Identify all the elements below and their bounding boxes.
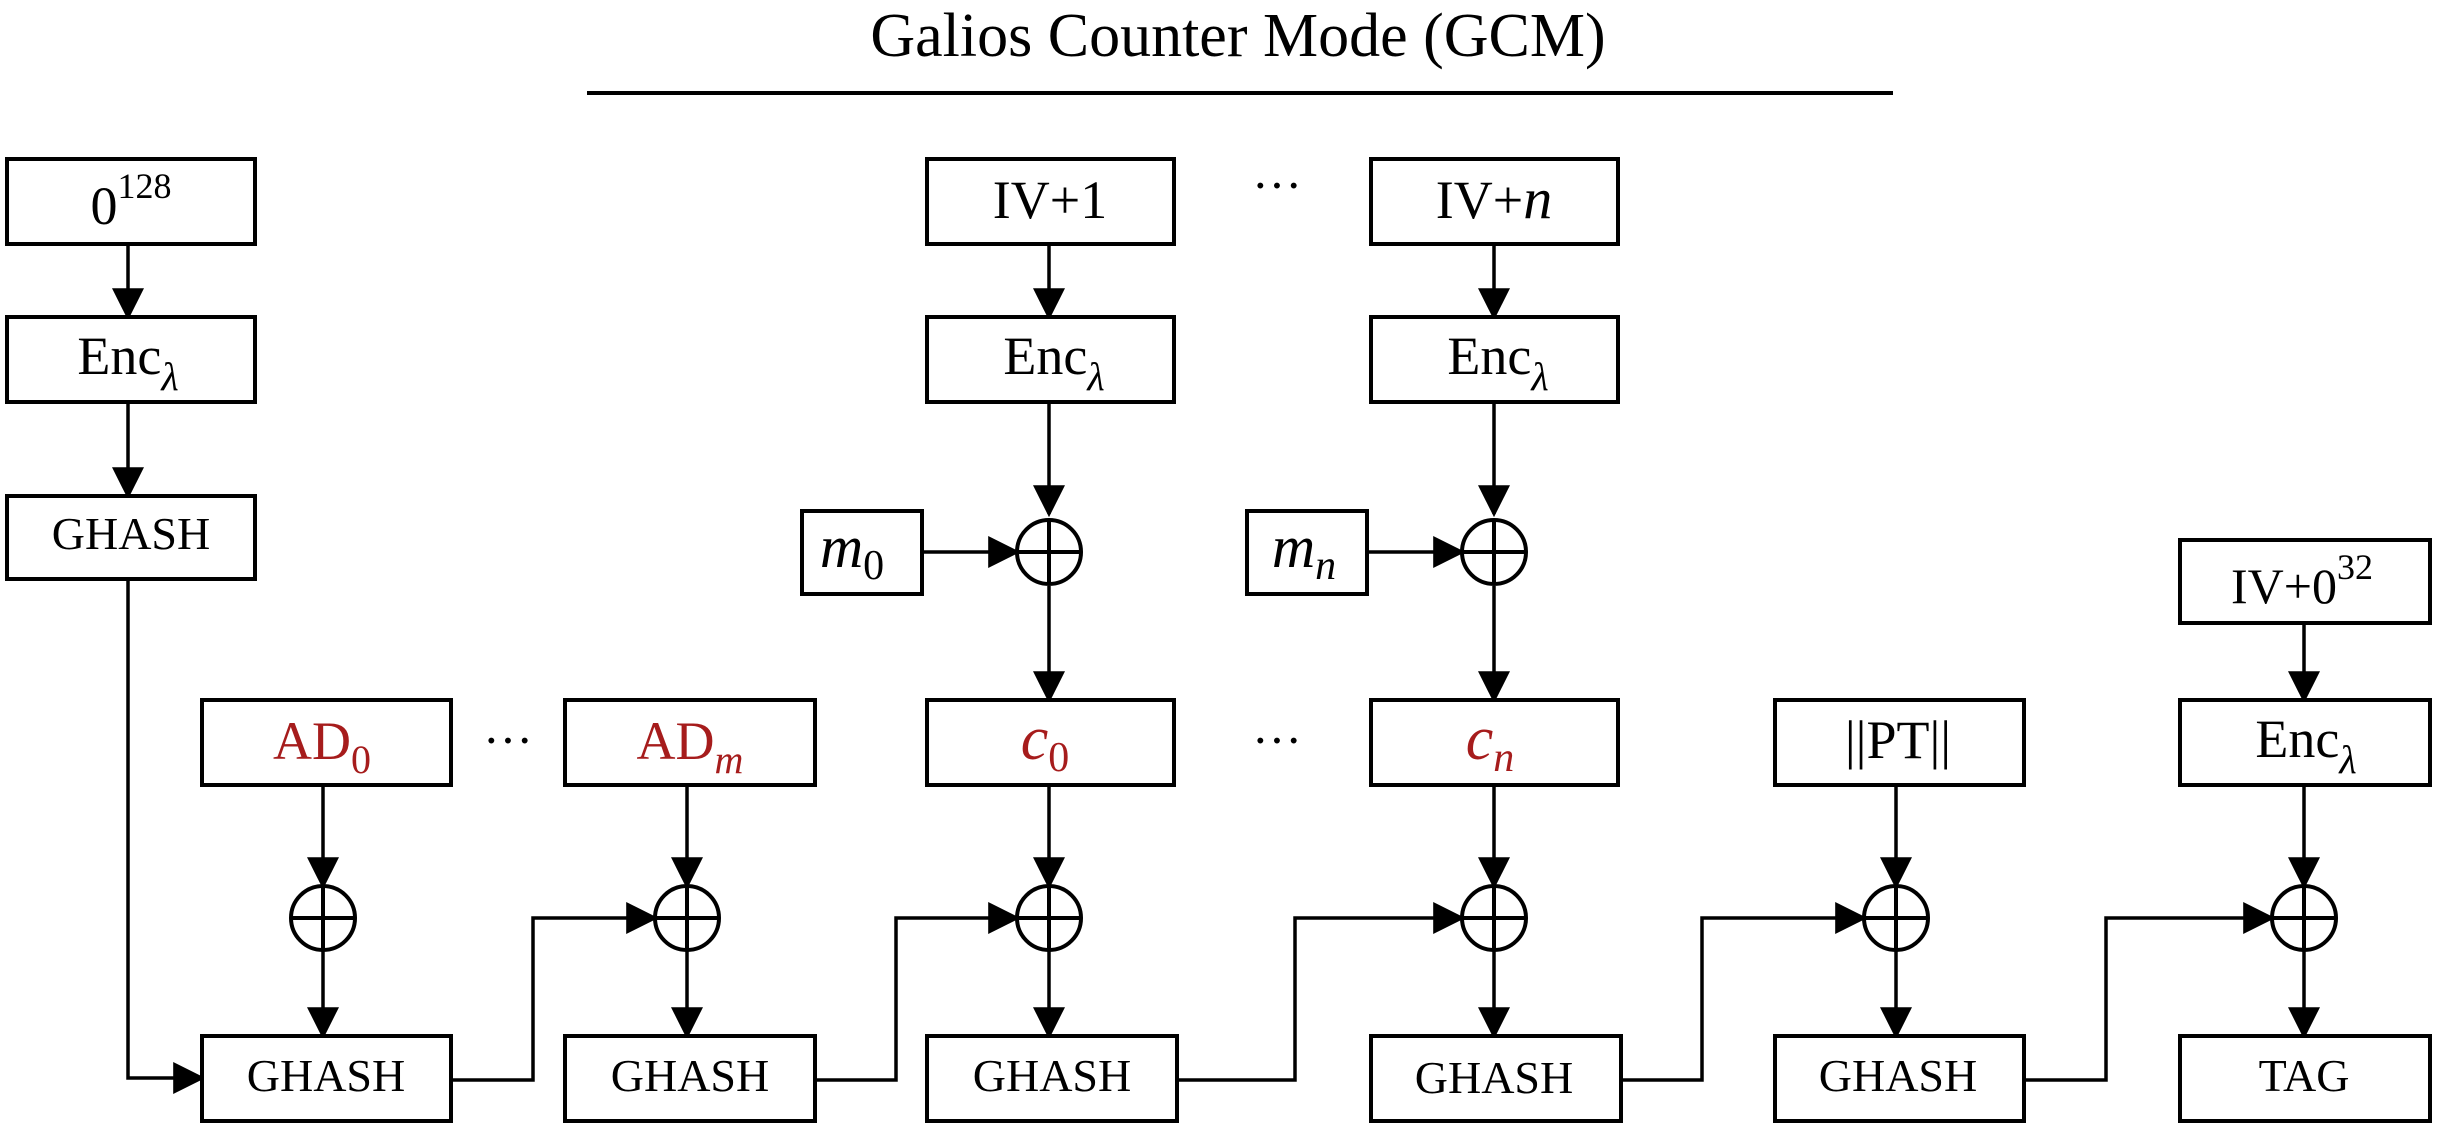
- zero128-sup: 128: [118, 166, 172, 206]
- xor-pt: [1862, 884, 1930, 952]
- diagram-title: Galios Counter Mode (GCM): [870, 2, 1605, 70]
- xor-ad0: [289, 884, 357, 952]
- svg-text:Encλ: Encλ: [1447, 326, 1548, 399]
- zero128-box: 0128: [5, 157, 257, 246]
- svg-text:cn: cn: [1466, 705, 1515, 781]
- cn-sub: n: [1493, 735, 1514, 781]
- pt-length-box: ||PT||: [1773, 698, 2026, 787]
- ghash-label: GHASH: [247, 1050, 405, 1101]
- ghash-box-5: GHASH: [1773, 1034, 2026, 1123]
- ivn-box: IV+n: [1369, 157, 1620, 246]
- xor-mn: [1460, 518, 1528, 586]
- iv1-box: IV+1: [925, 157, 1176, 246]
- xor-adm: [653, 884, 721, 952]
- xor-cn: [1460, 884, 1528, 952]
- xor-tag: [2270, 884, 2338, 952]
- ghash-label: GHASH: [52, 508, 210, 559]
- tag-box: TAG: [2178, 1034, 2432, 1123]
- adm-sub: m: [715, 737, 744, 782]
- iv-tag-sup: 32: [2337, 547, 2373, 587]
- mn-sub: n: [1315, 543, 1336, 589]
- ad-base: AD: [637, 711, 715, 771]
- svg-text:AD0: AD0: [273, 711, 371, 782]
- pt-length-label: ||PT||: [1845, 710, 1951, 770]
- svg-text:IV+n: IV+n: [1436, 166, 1552, 231]
- enc-base: Enc: [1003, 326, 1087, 386]
- enc-base: Enc: [2255, 709, 2339, 769]
- ghash-box-1: GHASH: [200, 1034, 453, 1123]
- ghash-box-4: GHASH: [1369, 1034, 1623, 1123]
- xor-c0: [1015, 884, 1083, 952]
- enc-box-1: Encλ: [5, 315, 257, 404]
- svg-text:Encλ: Encλ: [77, 326, 178, 399]
- enc-sub: λ: [1530, 354, 1548, 399]
- c0-box: c0: [925, 698, 1176, 787]
- enc-base: Enc: [77, 326, 161, 386]
- enc-base: Enc: [1447, 326, 1531, 386]
- ghash-label: GHASH: [973, 1050, 1131, 1101]
- ghash-box-2: GHASH: [563, 1034, 817, 1123]
- c-base: c: [1021, 705, 1049, 773]
- c-base: c: [1466, 705, 1494, 773]
- m-base: m: [1272, 514, 1315, 580]
- ghash-label: GHASH: [1819, 1050, 1977, 1101]
- svg-text:IV+032: IV+032: [2231, 547, 2373, 614]
- ghash-box-3: GHASH: [925, 1034, 1179, 1123]
- svg-text:Encλ: Encλ: [1003, 326, 1104, 399]
- ghash-label: GHASH: [1415, 1052, 1573, 1103]
- ellipsis-iv: ···: [1252, 157, 1302, 213]
- svg-text:Encλ: Encλ: [2255, 709, 2356, 782]
- ad0-sub: 0: [351, 737, 371, 782]
- svg-text:mn: mn: [1272, 514, 1336, 589]
- mn-box: mn: [1245, 509, 1369, 596]
- cn-box: cn: [1369, 698, 1620, 787]
- ad-base: AD: [273, 711, 351, 771]
- m0-sub: 0: [863, 543, 884, 589]
- ad0-box: AD0: [200, 698, 453, 787]
- ellipsis-ad: ···: [483, 712, 533, 768]
- wires: [112, 244, 2320, 1094]
- ghash-box-init: GHASH: [5, 494, 257, 581]
- iv-tag-box: IV+032: [2178, 538, 2432, 625]
- svg-text:0128: 0128: [91, 166, 172, 236]
- m-base: m: [820, 514, 863, 580]
- zero128-base: 0: [91, 176, 118, 236]
- ghash-label: GHASH: [611, 1050, 769, 1101]
- enc-sub: λ: [160, 354, 178, 399]
- m0-box: m0: [800, 509, 924, 596]
- enc-sub: λ: [1086, 354, 1104, 399]
- ivn-base: IV+: [1436, 170, 1523, 230]
- ivn-var: n: [1523, 166, 1552, 231]
- svg-text:m0: m0: [820, 514, 884, 589]
- ellipsis-c: ···: [1252, 712, 1302, 768]
- enc-sub: λ: [2338, 737, 2356, 782]
- iv-tag-base: IV+0: [2231, 558, 2337, 614]
- tag-label: TAG: [2259, 1050, 2350, 1101]
- adm-box: ADm: [563, 698, 817, 787]
- c0-sub: 0: [1048, 735, 1069, 781]
- svg-text:ADm: ADm: [637, 711, 744, 782]
- iv1-label: IV+1: [993, 170, 1107, 230]
- xor-m0: [1015, 518, 1083, 586]
- enc-box-3: Encλ: [1369, 315, 1620, 404]
- enc-box-2: Encλ: [925, 315, 1176, 404]
- enc-box-4: Encλ: [2178, 698, 2432, 787]
- svg-text:c0: c0: [1021, 705, 1070, 781]
